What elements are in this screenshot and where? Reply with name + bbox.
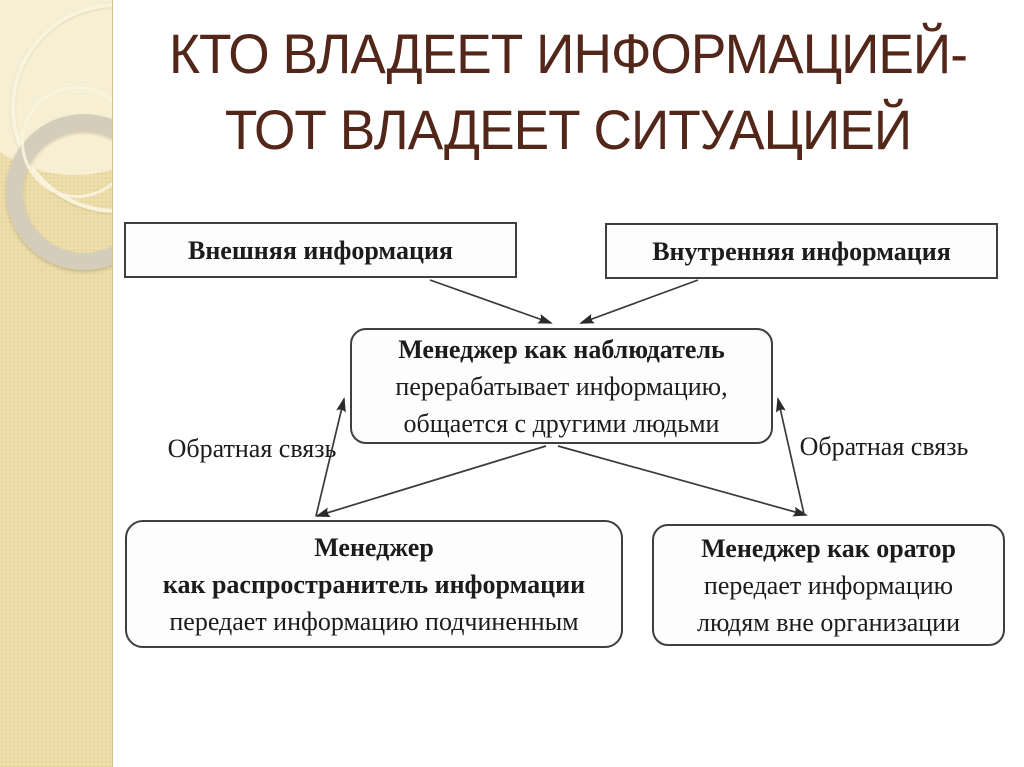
manager-observer-box: Менеджер как наблюдатель перерабатывает … (350, 328, 773, 444)
external-information-label: Внешняя информация (187, 235, 453, 265)
slide-title-line2: ТОТ ВЛАДЕЕТ СИТУАЦИЕЙ (224, 98, 912, 161)
manager-spokesman-desc1: передает информацию (703, 570, 954, 600)
manager-spokesman-box: Менеджер как оратор передает информацию … (652, 524, 1005, 646)
manager-observer-desc2: общается с другими людьми (403, 408, 720, 438)
feedback-label-right: Обратная связь (799, 432, 969, 461)
arrow-external-to-observer (429, 279, 553, 324)
manager-disseminator-box: Менеджер как распространитель информации… (125, 520, 623, 648)
manager-disseminator-desc1: передает информацию подчиненным (169, 606, 579, 636)
manager-spokesman-title: Менеджер как оратор (701, 533, 956, 563)
slide-title: КТО ВЛАДЕЕТ ИНФОРМАЦИЕЙ- ТОТ ВЛАДЕЕТ СИТ… (135, 16, 1001, 168)
manager-spokesman-desc2: людям вне организации (696, 607, 961, 637)
manager-disseminator-title2: как распространитель информации (162, 569, 586, 599)
arrow-observer-to-disseminator (315, 445, 547, 517)
sidebar-thin-ring-small (21, 86, 112, 198)
arrow-internal-to-observer (579, 279, 699, 324)
internal-information-label: Внутренняя информация (652, 236, 951, 266)
manager-observer-title: Менеджер как наблюдатель (398, 334, 725, 364)
manager-disseminator-title1: Менеджер (314, 532, 434, 562)
manager-observer-desc1: перерабатывает информацию, (395, 371, 728, 401)
feedback-label-left: Обратная связь (167, 434, 337, 463)
slide-title-line1: КТО ВЛАДЕЕТ ИНФОРМАЦИЕЙ- (169, 22, 968, 85)
external-information-box: Внешняя информация (124, 222, 517, 278)
arrow-observer-to-spokesman (557, 445, 808, 517)
internal-information-box: Внутренняя информация (605, 223, 998, 279)
decorative-sidebar (0, 0, 113, 767)
